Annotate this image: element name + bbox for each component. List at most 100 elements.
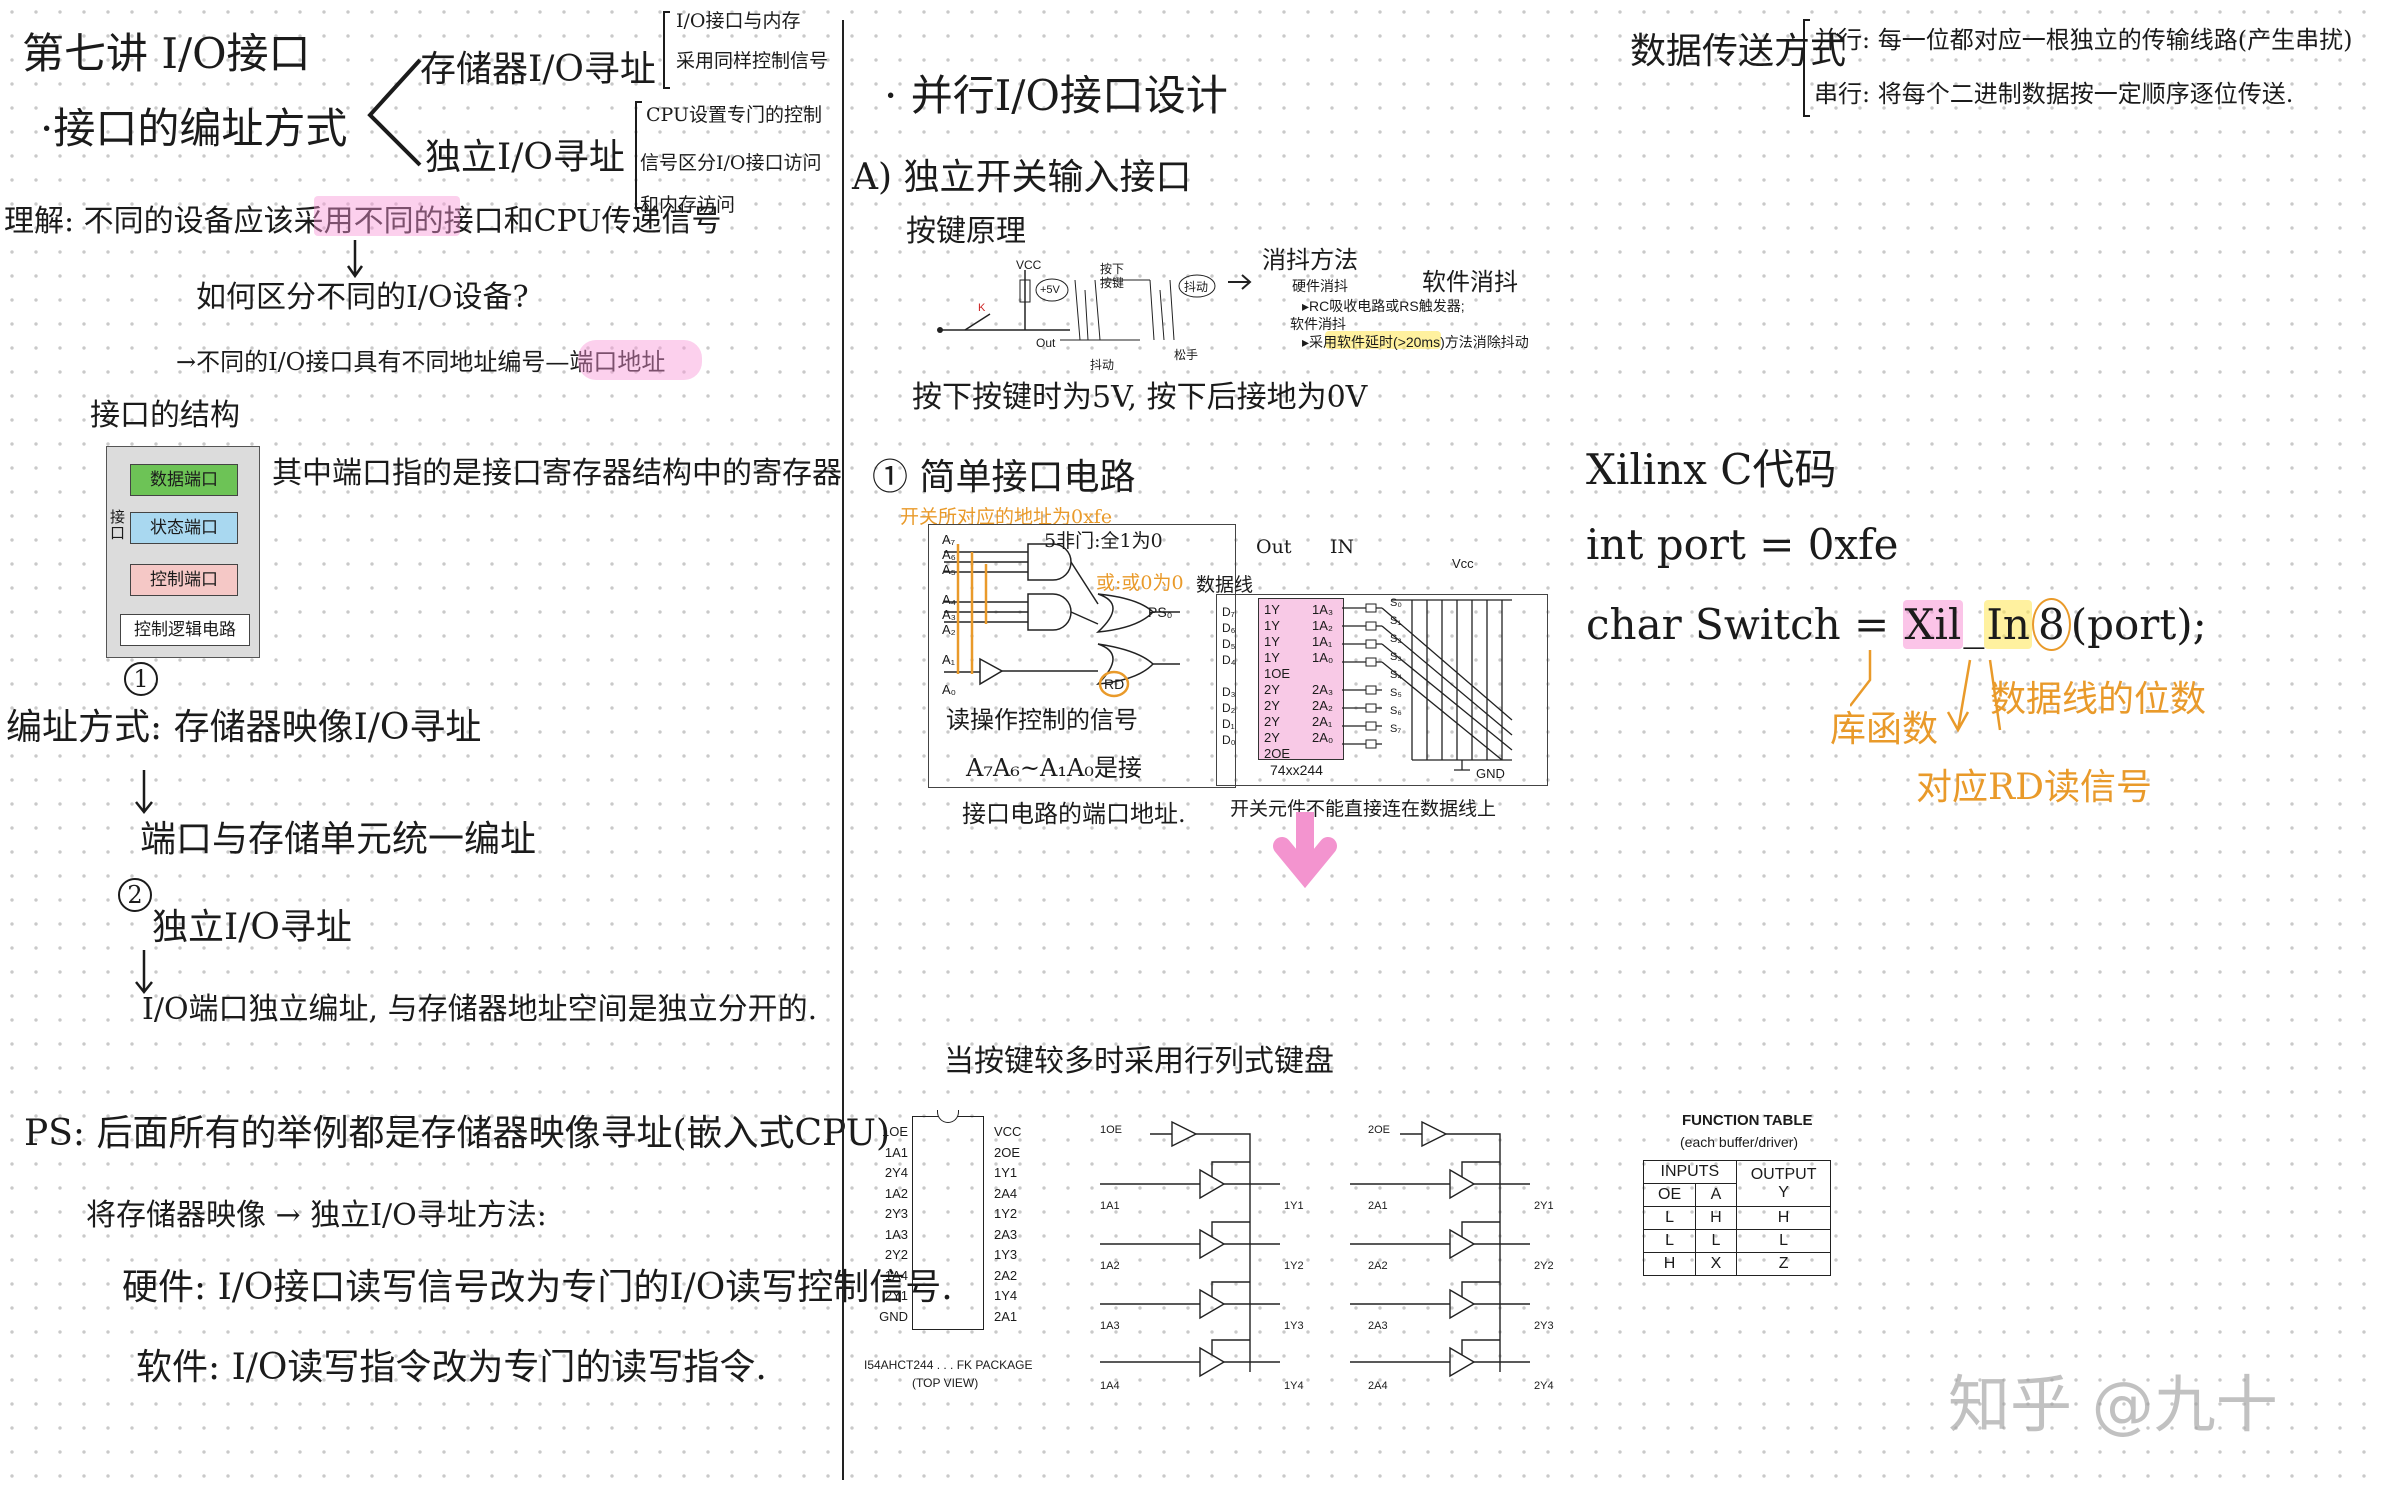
brace-arrow xyxy=(367,58,422,167)
debounce-hw: 硬件消抖 xyxy=(1292,278,1348,294)
key-principle: 按键原理 xyxy=(906,214,1026,249)
ps0-label: PS₀ xyxy=(1148,604,1173,620)
debounce-title: 消抖方法 xyxy=(1262,246,1358,274)
data-port-box: 数据端口 xyxy=(130,464,238,496)
ft-inputs-header: INPUTS xyxy=(1643,1160,1737,1184)
lecture-title: 第七讲 I/O接口 xyxy=(22,29,311,78)
address-note: 开关所对应的地址为0xfe xyxy=(900,506,1113,528)
press-label: 按下按键 xyxy=(1100,262,1125,290)
debounce-hw-detail: ▸RC吸收电路或RS触发器; xyxy=(1302,298,1465,314)
debounce-sw-detail: ▸采用软件延时(>20ms)方法消除抖动 xyxy=(1302,334,1529,350)
rd-note: 读操作控制的信号 xyxy=(946,706,1138,734)
key-state-note: 按下按键时为5V, 按下后接地为0V xyxy=(912,380,1368,415)
watermark: 知乎 @九十 xyxy=(1948,1368,2278,1441)
key-schematic xyxy=(937,270,1216,341)
serial-line: 串行: 将每个二进制数据按一定顺序逐位传送. xyxy=(1814,80,2294,108)
hardware-line: 硬件: I/O接口读写信号改为专门的I/O读写控制信号. xyxy=(122,1267,953,1308)
in-label: IN xyxy=(1330,536,1355,558)
bus-frame xyxy=(1216,594,1548,786)
annotation-library-func: 库函数 xyxy=(1830,709,1939,750)
question-line: 如何区分不同的I/O设备? xyxy=(196,280,529,315)
package-label: I54AHCT244 . . . FK PACKAGE xyxy=(864,1358,1033,1372)
addressing-subtitle: ·接口的编址方式 xyxy=(40,104,348,153)
control-logic-box: 控制逻辑电路 xyxy=(120,614,250,646)
buffer-diagrams xyxy=(1100,1120,1530,1378)
note-brace-2 xyxy=(635,101,642,209)
down-arrow-2 xyxy=(135,770,153,815)
understanding-line: 理解: 不同的设备应该采用不同的接口和CPU传递信号 xyxy=(4,204,722,239)
interface-label: 接口 xyxy=(110,509,126,542)
dip-package xyxy=(912,1116,984,1330)
decode-circuit-frame xyxy=(928,524,1236,788)
vcc-label-2: Vcc xyxy=(1452,556,1474,571)
ft-a-header: A xyxy=(1695,1183,1737,1207)
xil-token: Xil xyxy=(1902,600,1964,649)
chip-name: 74xx244 xyxy=(1270,762,1323,778)
control-port-box: 控制端口 xyxy=(130,564,238,596)
width-token: 8 xyxy=(2031,598,2071,651)
vcc-label: VCC xyxy=(1016,258,1042,272)
note-mid-2: 信号区分I/O接口访问 xyxy=(640,152,822,174)
ft-oe-header: OE xyxy=(1642,1183,1697,1207)
address-range-note: A₇A₆~A₁A₀是接 xyxy=(966,754,1142,782)
circle-two: 2 xyxy=(118,878,152,912)
simple-circuit-title: ① 简单接口电路 xyxy=(872,457,1136,498)
note-top-1: I/O接口与内存 xyxy=(676,10,801,32)
parallel-line: 并行: 每一位都对应一根独立的传输线路(产生串扰) xyxy=(1814,26,2353,54)
pink-down-arrow xyxy=(1273,812,1337,889)
nand-note: 5非门:全1为0 xyxy=(1044,530,1163,552)
ps-note: PS: 后面所有的举例都是存储器映像寻址(嵌入式CPU) xyxy=(24,1113,891,1154)
convert-method: 将存储器映像 → 独立I/O寻址方法: xyxy=(86,1198,547,1233)
out-label-key: Out xyxy=(1036,336,1056,350)
transfer-brace xyxy=(1803,19,1810,117)
chip-74xx244 xyxy=(1258,598,1344,760)
function-table-sub: (each buffer/driver) xyxy=(1680,1134,1799,1150)
annotation-bus-width: 数据线的位数 xyxy=(1990,679,2207,720)
note-brace xyxy=(663,11,670,89)
package-view: (TOP VIEW) xyxy=(912,1376,979,1390)
buf1-oe: 1OE xyxy=(1100,1124,1123,1136)
plus5v-label: +5V xyxy=(1040,284,1060,296)
down-arrow-3 xyxy=(135,950,153,995)
gnd-label: GND xyxy=(1476,766,1505,781)
switch-array xyxy=(1342,599,1513,771)
release-label: 松手 xyxy=(1174,348,1199,362)
buf2-oe: 2OE xyxy=(1368,1124,1391,1136)
keyboard-note: 当按键较多时采用行列式键盘 xyxy=(944,1044,1334,1079)
address-note-2: 接口电路的端口地址. xyxy=(962,800,1186,828)
data-bus-label: 数据线 xyxy=(1196,574,1254,596)
arrow-right-icon xyxy=(1228,274,1252,290)
bounce-label-2: 抖动 xyxy=(1090,358,1115,372)
status-port-box: 状态端口 xyxy=(130,512,238,544)
bounce-label: 抖动 xyxy=(1184,280,1209,294)
or-note: 或:或0为0 xyxy=(1096,572,1184,594)
annotation-rd-signal: 对应RD读信号 xyxy=(1916,767,2152,808)
answer-line: →不同的I/O接口具有不同地址编号—端口地址 xyxy=(176,348,666,376)
annotation-arrows xyxy=(1850,650,2002,733)
debounce-sw: 软件消抖 xyxy=(1290,316,1346,332)
structure-title: 接口的结构 xyxy=(90,398,240,433)
circle-one: 1 xyxy=(124,662,158,696)
structure-note: 其中端口指的是接口寄存器结构中的寄存器 xyxy=(272,456,842,491)
software-line: 软件: I/O读写指令改为专门的读写指令. xyxy=(136,1347,767,1388)
out-label: Out xyxy=(1256,536,1292,558)
branch-independent-io: 独立I/O寻址 xyxy=(425,137,625,178)
decode-circuit-schematic xyxy=(944,543,1180,698)
xilinx-title: Xilinx C代码 xyxy=(1586,445,1837,494)
note-mid-3: 和内存访问 xyxy=(640,194,736,216)
mode-1-detail: 端口与存储单元统一编址 xyxy=(140,819,537,860)
highlight-different-interface xyxy=(314,196,460,236)
